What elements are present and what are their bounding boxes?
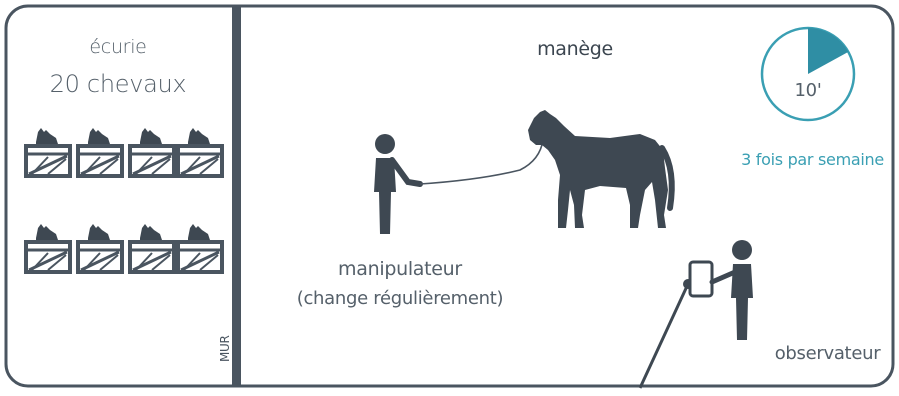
observer-label: observateur [765,343,890,364]
horse-stall-icon [26,224,70,272]
handler-label: manipulateur [275,258,525,280]
horse-icon [528,110,672,228]
horse-stall-icon [26,128,70,176]
stable-horse-count: 20 chevaux [0,70,236,98]
horse-stall-icon [178,128,222,176]
handler-person-icon [374,134,420,234]
stall-row-top [26,128,222,176]
horse-stall-icon [78,128,122,176]
tablet-icon [690,262,735,296]
outer-frame [6,6,893,386]
horse-stall-icon [130,224,174,272]
dividing-wall [232,6,241,386]
timer-duration: 10' [778,80,838,101]
session-frequency: 3 fois par semaine [730,150,895,169]
stable-title: écurie [0,36,236,58]
horse-stall-icon [130,128,174,176]
stall-row-bottom [26,224,222,272]
arena-title: manège [520,38,630,60]
timer-icon [762,28,854,120]
horse-stall-icon [178,224,222,272]
lead-rope [420,140,543,184]
wall-tag: MUR [218,335,232,362]
camera-pole-icon [640,284,688,388]
horse-stall-icon [78,224,122,272]
observer-person-icon [731,240,753,340]
handler-note: (change régulièrement) [262,288,538,309]
